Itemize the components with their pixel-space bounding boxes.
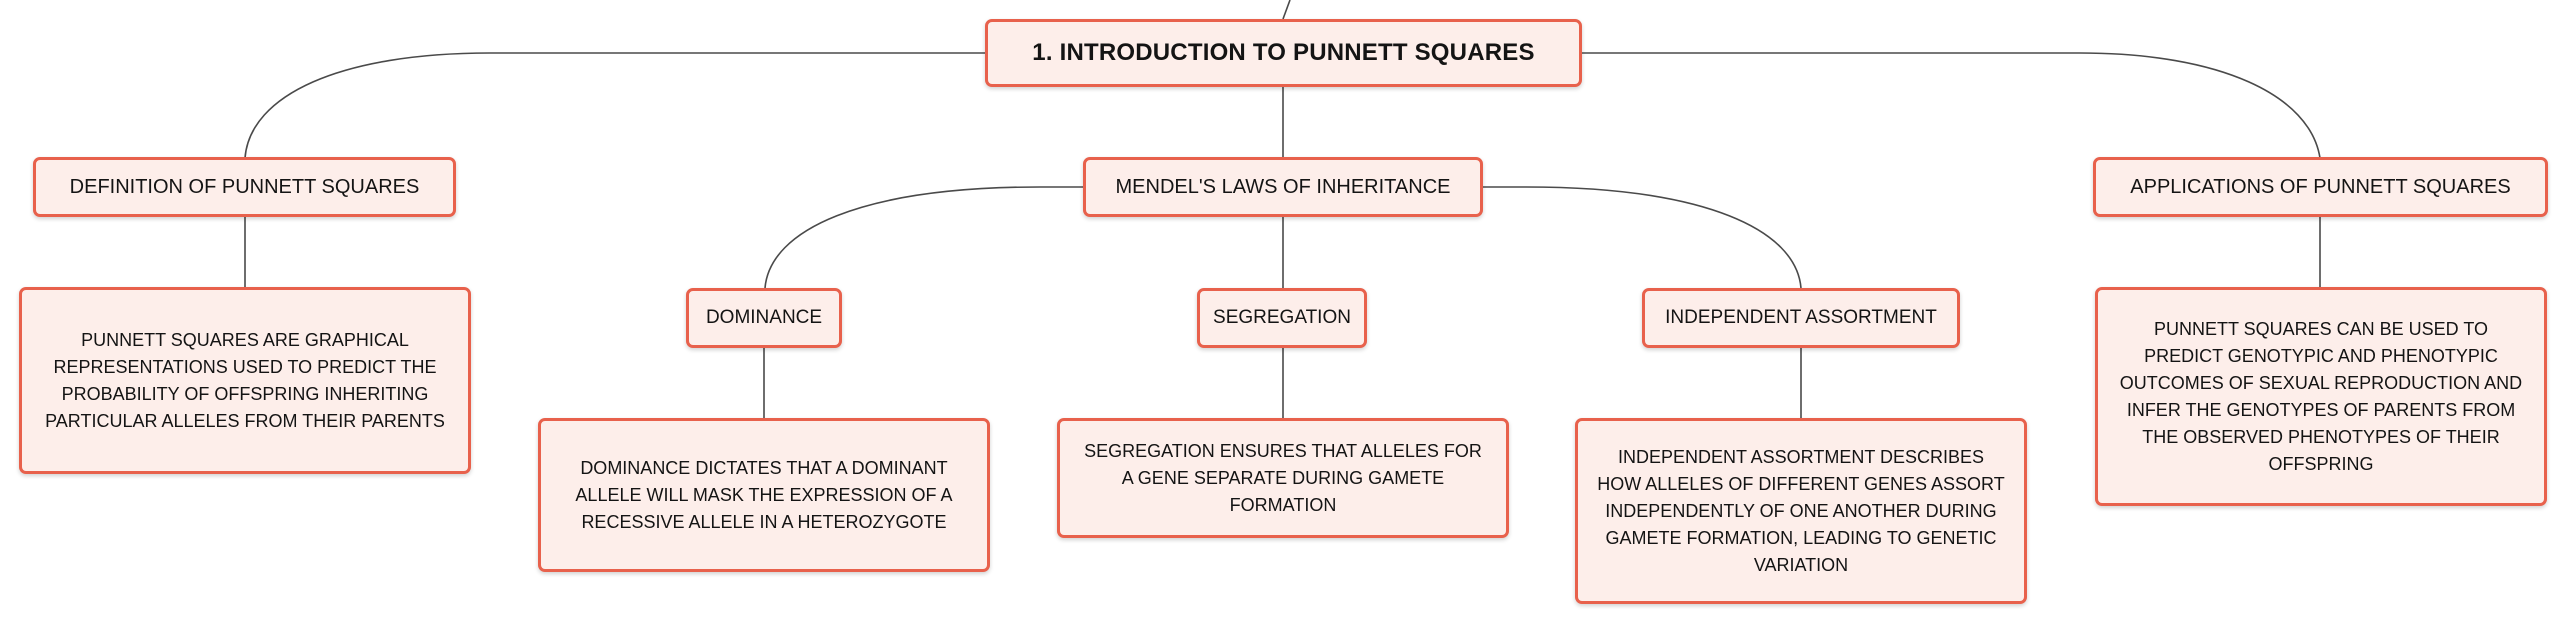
applications-description-text: PUNNETT SQUARES CAN BE USED TO PREDICT G… [2119,318,2523,474]
connector-root-applications [1580,52,2321,159]
root-node-label: 1. INTRODUCTION TO PUNNETT SQUARES [1032,39,1535,66]
connector-incoming-root [1282,0,1291,20]
definition-description-node[interactable]: PUNNETT SQUARES ARE GRAPHICAL REPRESENTA… [19,287,471,474]
applications-description-node[interactable]: PUNNETT SQUARES CAN BE USED TO PREDICT G… [2095,287,2547,506]
definition-description-text: PUNNETT SQUARES ARE GRAPHICAL REPRESENTA… [45,329,445,431]
independent-assortment-description-text: INDEPENDENT ASSORTMENT DESCRIBES HOW ALL… [1597,446,2005,575]
dominance-node[interactable]: DOMINANCE [686,288,842,348]
segregation-node[interactable]: SEGREGATION [1197,288,1367,348]
mendel-node[interactable]: MENDEL'S LAWS OF INHERITANCE [1083,157,1483,217]
dominance-description-node[interactable]: DOMINANCE DICTATES THAT A DOMINANT ALLEL… [538,418,990,572]
definition-node[interactable]: DEFINITION OF PUNNETT SQUARES [33,157,456,217]
segregation-node-label: SEGREGATION [1213,307,1351,328]
dominance-description-text: DOMINANCE DICTATES THAT A DOMINANT ALLEL… [575,457,953,532]
segregation-description-node[interactable]: SEGREGATION ENSURES THAT ALLELES FOR A G… [1057,418,1509,538]
mendel-node-label: MENDEL'S LAWS OF INHERITANCE [1115,175,1451,198]
connector-mendel-independent [1483,186,1802,289]
connector-mendel-dominance [764,186,1083,289]
independent-assortment-description-node[interactable]: INDEPENDENT ASSORTMENT DESCRIBES HOW ALL… [1575,418,2027,604]
independent-assortment-node[interactable]: INDEPENDENT ASSORTMENT [1642,288,1960,348]
applications-node-label: APPLICATIONS OF PUNNETT SQUARES [2130,175,2511,198]
independent-assortment-node-label: INDEPENDENT ASSORTMENT [1665,307,1937,328]
dominance-node-label: DOMINANCE [705,307,823,328]
connector-root-definition [244,52,990,159]
segregation-description-text: SEGREGATION ENSURES THAT ALLELES FOR A G… [1084,440,1482,515]
definition-node-label: DEFINITION OF PUNNETT SQUARES [69,175,420,198]
applications-node[interactable]: APPLICATIONS OF PUNNETT SQUARES [2093,157,2548,217]
root-node[interactable]: 1. INTRODUCTION TO PUNNETT SQUARES [985,19,1582,87]
